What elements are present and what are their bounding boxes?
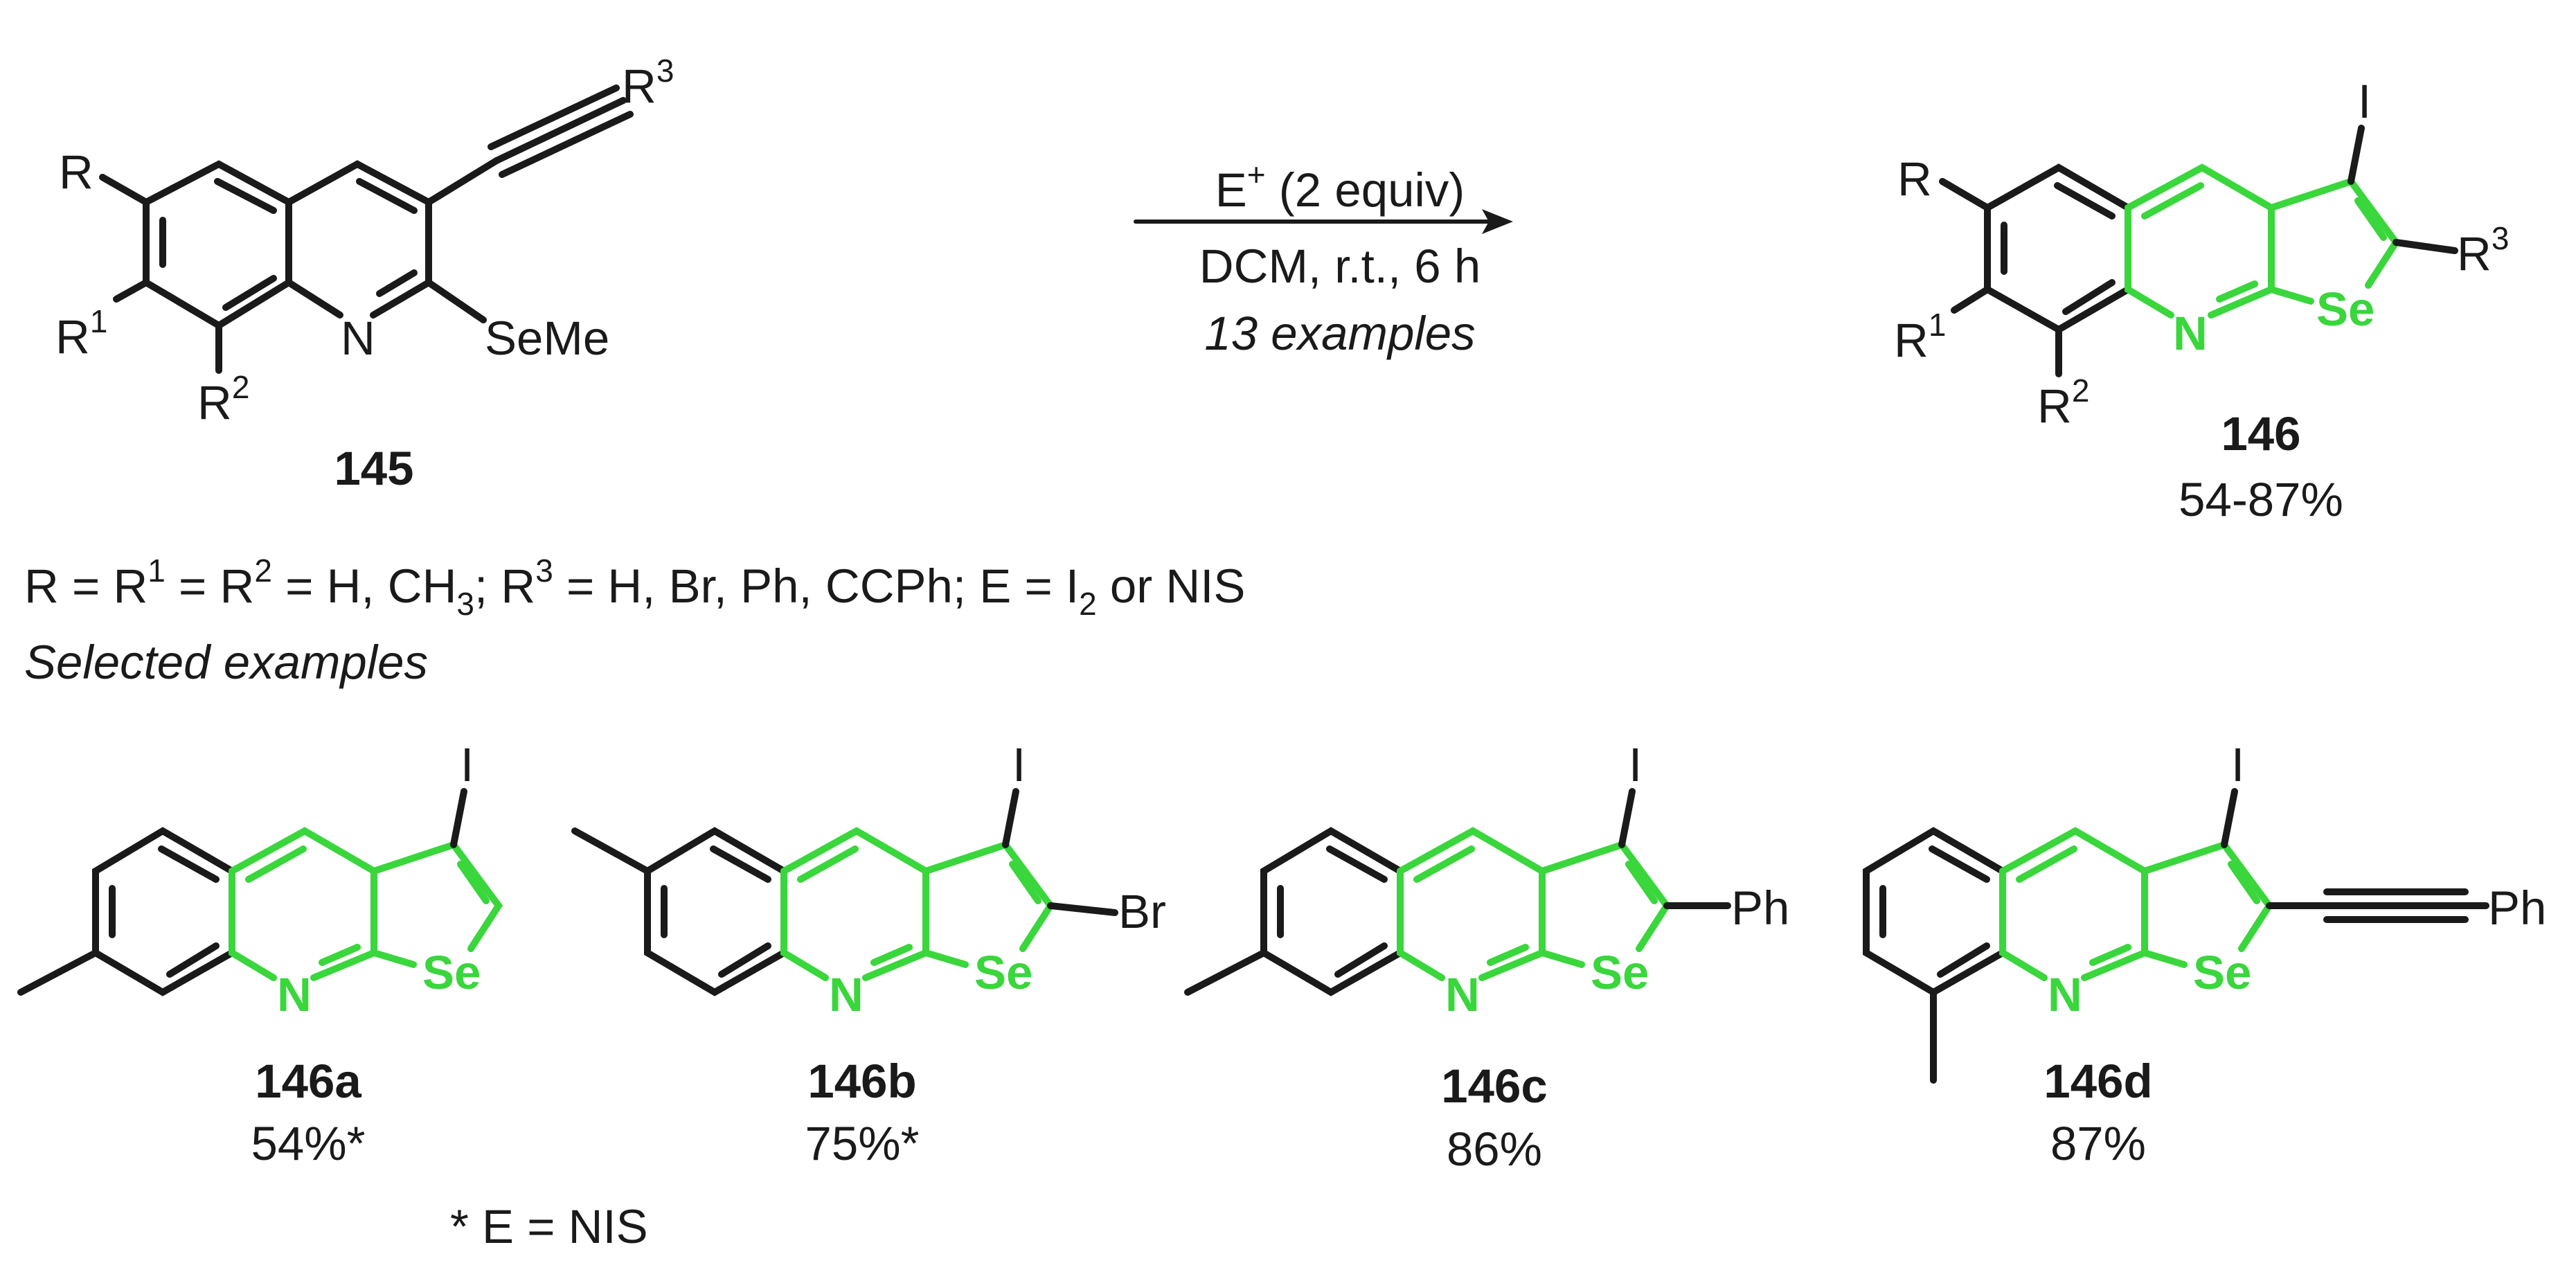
reactant-n-atom: N <box>341 312 375 365</box>
product-n-atom: N <box>2173 307 2208 360</box>
product-compound-number: 146 <box>2221 407 2300 460</box>
example-146b-bromine: Br <box>1118 885 1166 938</box>
product-146: I R R1 R2 R3 N Se 146 54-87% <box>1894 75 2509 526</box>
selected-examples-heading: Selected examples <box>24 636 428 689</box>
conditions-line: DCM, r.t., 6 h <box>1199 240 1481 293</box>
example-146d-iodine: I <box>2231 738 2244 791</box>
example-146d-se-atom: Se <box>2193 946 2251 999</box>
example-146d-yield: 87% <box>2050 1117 2146 1170</box>
reactant-145: R R1 R2 R3 N SeMe 145 <box>55 53 674 495</box>
example-146d: I Ph N Se 146d 87% <box>1863 738 2546 1170</box>
arrow-head <box>1482 209 1513 234</box>
product-r3-label: R3 <box>2457 220 2509 280</box>
example-146d-n-atom: N <box>2048 968 2082 1021</box>
example-146b-yield: 75%* <box>805 1117 920 1170</box>
substituent-definitions: R = R1 = R2 = H, CH3; R3 = H, Br, Ph, CC… <box>24 553 1245 622</box>
example-146b-se-atom: Se <box>974 946 1032 999</box>
example-146a-bonds <box>17 788 503 996</box>
example-146a-se-atom: Se <box>422 946 481 999</box>
example-146c-se-atom: Se <box>1591 946 1649 999</box>
reactant-r2-label: R2 <box>197 369 249 429</box>
product-r-label: R <box>1897 152 1932 206</box>
example-146a: I N Se 146a 54%* <box>17 738 503 1170</box>
example-146c-bonds <box>1184 788 1731 996</box>
examples-count: 13 examples <box>1204 307 1475 360</box>
example-146c-yield: 86% <box>1447 1122 1542 1176</box>
reactant-r3-label: R3 <box>622 53 674 113</box>
reactant-r-label: R <box>59 145 93 199</box>
example-146c-phenyl: Ph <box>1731 881 1789 935</box>
product-r2-label: R2 <box>2037 373 2089 433</box>
product-r1-label: R1 <box>1894 307 1946 367</box>
product-yield-range: 54-87% <box>2179 473 2343 526</box>
example-146b-iodine: I <box>1012 738 1026 791</box>
example-146b-bonds <box>571 788 1118 996</box>
footnote: * E = NIS <box>450 1200 648 1253</box>
reactant-compound-number: 145 <box>334 442 413 495</box>
product-bonds <box>1939 125 2458 377</box>
example-146c-n-atom: N <box>1445 968 1480 1021</box>
example-146d-number: 146d <box>2043 1055 2152 1108</box>
example-146b-n-atom: N <box>829 968 864 1021</box>
reactant-r1-label: R1 <box>55 303 107 364</box>
product-se-atom: Se <box>2316 283 2374 336</box>
example-146c-iodine: I <box>1629 738 1642 791</box>
example-146a-yield: 54%* <box>251 1117 366 1170</box>
reactant-bonds <box>99 84 634 374</box>
example-146c: I Ph N Se 146c 86% <box>1184 738 1789 1176</box>
example-146b-number: 146b <box>807 1055 916 1108</box>
example-146a-iodine: I <box>460 738 474 791</box>
product-iodine-label: I <box>2358 75 2371 128</box>
example-146b: I Br N Se 146b 75%* <box>571 738 1166 1170</box>
reagent-line: E+ (2 equiv) <box>1215 156 1465 217</box>
example-146d-phenyl: Ph <box>2488 881 2546 935</box>
example-146c-number: 146c <box>1441 1059 1548 1113</box>
example-146a-n-atom: N <box>277 968 312 1021</box>
reactant-seme-label: SeMe <box>485 312 609 365</box>
example-146a-number: 146a <box>255 1055 361 1108</box>
example-146d-bonds <box>1863 788 2489 1084</box>
reaction-conditions: E+ (2 equiv) DCM, r.t., 6 h 13 examples <box>1134 156 1513 360</box>
